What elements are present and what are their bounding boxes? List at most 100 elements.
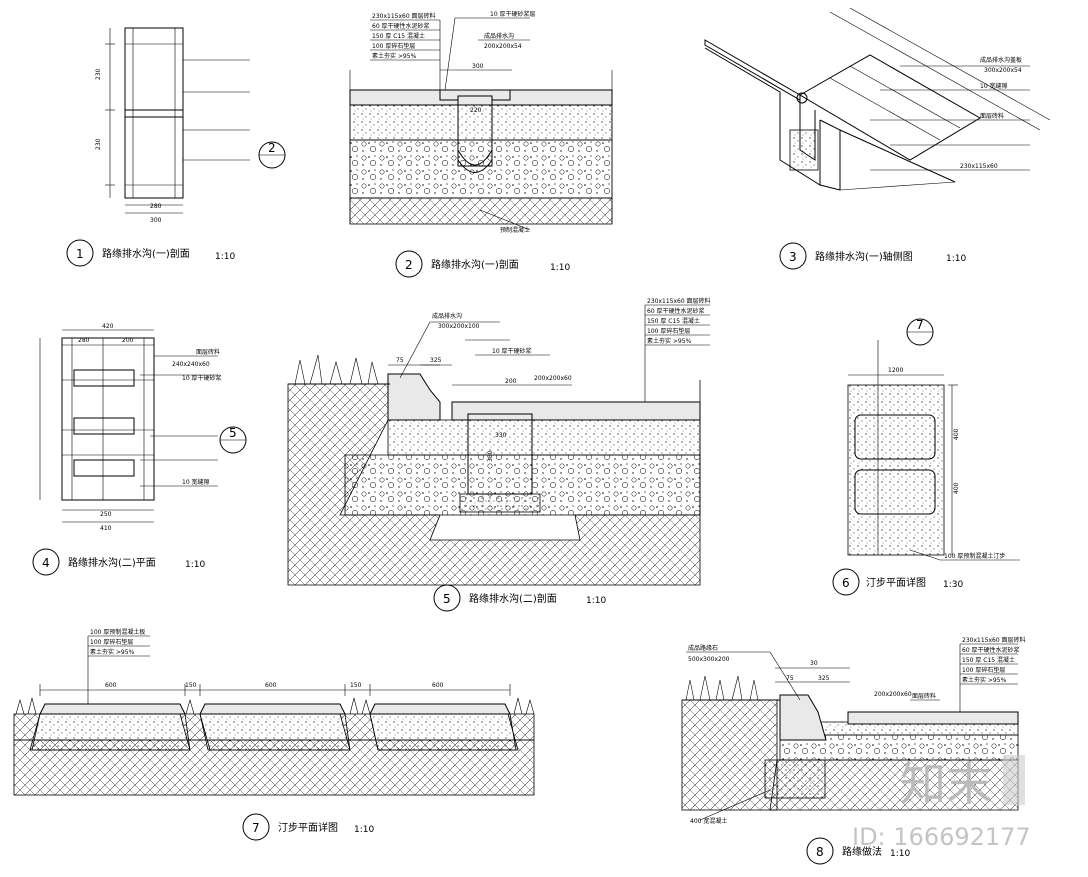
note: 10 厚干硬砂浆层 [490, 10, 536, 18]
dim-label: 380 [487, 450, 494, 462]
note: 230x115x60 [960, 163, 998, 170]
svg-text:6: 6 [842, 576, 850, 590]
note: 230x115x60 面层砖料 [962, 636, 1026, 644]
ref-bubble-2: 2 [258, 141, 286, 169]
svg-text:路缘排水沟(二)剖面: 路缘排水沟(二)剖面 [469, 592, 557, 605]
caption-5: 5 路缘排水沟(二)剖面 1:10 [433, 584, 606, 612]
watermark-logo: 知末 [900, 757, 992, 811]
caption-4: 4 路缘排水沟(二)平面 1:10 [32, 548, 205, 576]
dim-label: 200x200x60 [874, 691, 912, 698]
svg-text:7: 7 [252, 821, 260, 835]
detail-8-drawing: 30 75 325 200x200x60 成品路缘石 500x300x200 面… [681, 636, 1026, 825]
dim-label: 150 [350, 682, 362, 689]
note: 10 厚干硬砂浆 [492, 347, 532, 355]
caption-8: 8 路缘做法 1:10 [806, 837, 910, 865]
note: 150 厚 C15 混凝土 [962, 656, 1015, 664]
dim-label: 280 [150, 203, 162, 210]
dim-label: 600 [432, 682, 444, 689]
dim-label: 75 [396, 357, 404, 364]
note: 150 厚 C15 混凝土 [372, 32, 425, 40]
dim-label: 1200 [888, 367, 903, 374]
note: 面层砖料 [980, 112, 1004, 120]
svg-text:1:10: 1:10 [354, 825, 374, 835]
dim-label: 400 [953, 482, 960, 494]
dim-label: 280 [78, 337, 90, 344]
note: 150 厚 C15 混凝土 [647, 317, 700, 325]
note: 10 宽缝隙 [980, 82, 1008, 90]
note: 400 宽混凝土 [690, 817, 727, 825]
note: 100 厚碎石垫层 [962, 666, 1005, 674]
svg-text:汀步平面详图: 汀步平面详图 [866, 576, 926, 589]
dim-label: 200 [505, 378, 517, 385]
svg-text:3: 3 [789, 250, 797, 264]
note: 100 厚碎石垫层 [372, 42, 415, 50]
dim-label: 150 [185, 682, 197, 689]
dim-label: 420 [102, 323, 114, 330]
dim-label: 250 [100, 511, 112, 518]
note: 100 厚预制混凝土汀步 [944, 552, 1005, 560]
dim-label: 220 [470, 107, 482, 114]
svg-text:1:10: 1:10 [550, 263, 570, 273]
note: 230x115x60 面层砖料 [647, 297, 711, 305]
svg-text:1:10: 1:10 [586, 596, 606, 606]
note: 200x200x54 [484, 43, 522, 50]
svg-text:1: 1 [76, 247, 84, 261]
ref-bubble-7: 7 [906, 318, 934, 346]
note: 素土夯实 >95% [372, 52, 417, 60]
note: 100 厚碎石垫层 [647, 327, 690, 335]
dim-label: 410 [100, 525, 112, 532]
detail-6-drawing: 1200 400 400 100 厚预制混凝土汀步 [847, 340, 1020, 561]
note: 100 厚碎石垫层 [90, 638, 133, 646]
dim-label: 30 [810, 660, 818, 667]
note: 60 厚干硬性水泥砂浆 [962, 646, 1020, 654]
detail-1-drawing: 280 300 230 230 [95, 27, 250, 224]
svg-text:路缘排水沟(二)平面: 路缘排水沟(二)平面 [68, 556, 156, 569]
caption-3: 3 路缘排水沟(一)轴侧图 1:10 [779, 242, 966, 270]
watermark: 知末 ID: 166692177 [852, 755, 1031, 851]
dim-label: 300 [150, 217, 162, 224]
dim-label: 200 [122, 337, 134, 344]
svg-text:4: 4 [42, 556, 50, 570]
svg-text:路缘排水沟(一)剖面: 路缘排水沟(一)剖面 [102, 247, 190, 260]
note: 300x200x100 [438, 323, 480, 330]
svg-text:1:10: 1:10 [185, 560, 205, 570]
note: 成品路缘石 [688, 644, 718, 652]
svg-text:1:10: 1:10 [890, 849, 910, 859]
ref-number: 5 [229, 426, 237, 440]
note: 200x200x60 [534, 375, 572, 382]
note: 素土夯实 >95% [647, 337, 692, 345]
dim-label: 325 [818, 675, 830, 682]
detail-2-drawing: 300 220 230x115x60 面层砖料 60 厚干硬性水泥砂浆 150 … [349, 10, 613, 234]
svg-text:1:30: 1:30 [943, 580, 963, 590]
note: 10 宽缝隙 [182, 478, 210, 486]
caption-2: 2 路缘排水沟(一)剖面 1:10 [395, 250, 570, 278]
note: 成品排水沟 [484, 32, 514, 40]
dim-label: 330 [495, 432, 507, 439]
svg-text:5: 5 [443, 592, 451, 606]
caption-6: 6 汀步平面详图 1:30 [832, 568, 963, 596]
caption-7: 7 汀步平面详图 1:10 [242, 813, 374, 841]
detail-3-drawing: 成品排水沟盖板 300x200x54 10 宽缝隙 面层砖料 230x115x6… [704, 7, 1051, 191]
svg-text:2: 2 [405, 258, 413, 272]
note: 100 厚预制混凝土板 [90, 628, 145, 636]
note: 素土夯实 >95% [962, 676, 1007, 684]
ref-bubble-5: 5 [219, 426, 247, 454]
svg-text:1:10: 1:10 [946, 254, 966, 264]
detail-4-drawing: 420 280 200 250 410 面层砖料 240x240x60 10 厚… [39, 323, 222, 532]
dim-label: 300 [472, 63, 484, 70]
note: 230x115x60 面层砖料 [372, 12, 436, 20]
svg-text:路缘做法: 路缘做法 [842, 845, 882, 858]
note: 面层砖料 [912, 692, 936, 700]
detail-5-drawing: 75 325 200 330 380 成品排水沟 300x200x100 10 … [287, 297, 711, 586]
dim-label: 600 [265, 682, 277, 689]
ref-number: 7 [916, 318, 924, 332]
svg-text:汀步平面详图: 汀步平面详图 [278, 821, 338, 834]
dim-label: 230 [95, 68, 102, 80]
svg-text:路缘排水沟(一)剖面: 路缘排水沟(一)剖面 [431, 258, 519, 271]
note: 500x300x200 [688, 656, 730, 663]
detail-7-drawing: 600 150 600 150 600 100 厚预制混凝土板 100 厚碎石垫… [13, 628, 535, 796]
note: 60 厚干硬性水泥砂浆 [372, 22, 430, 30]
svg-text:1:10: 1:10 [215, 252, 235, 262]
dim-label: 400 [953, 428, 960, 440]
